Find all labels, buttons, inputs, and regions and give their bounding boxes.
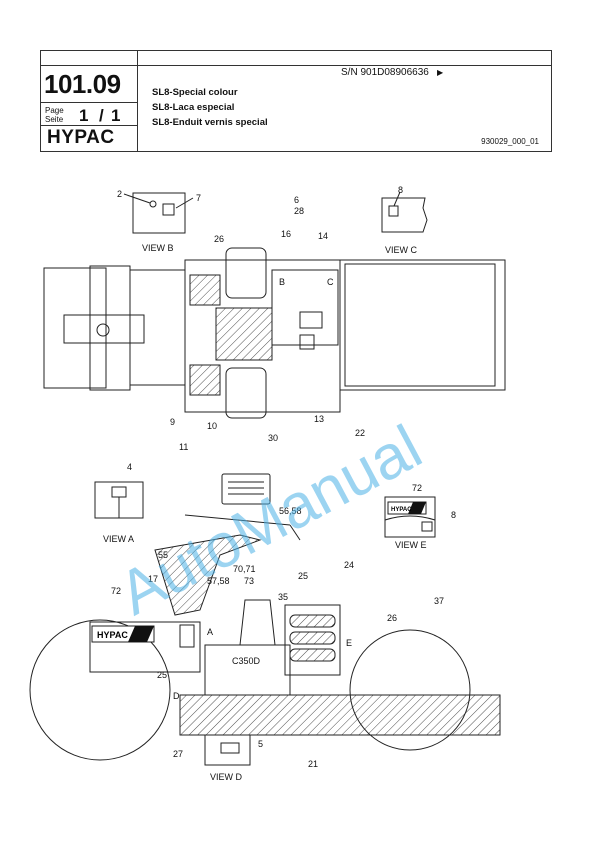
callout-8: 8 — [451, 510, 456, 520]
callout-17: 17 — [148, 574, 158, 584]
callout-24: 24 — [344, 560, 354, 570]
callout-26: 26 — [387, 613, 397, 623]
title-french: SL8-Enduit vernis special — [152, 117, 268, 128]
callout-11: 11 — [179, 442, 188, 452]
divider — [41, 65, 137, 66]
callout-d: D — [173, 691, 180, 701]
drawing-number: 930029_000_01 — [481, 137, 539, 146]
view-b-label: VIEW B — [142, 243, 174, 253]
callout-37: 37 — [434, 596, 444, 606]
callout-28: 28 — [294, 206, 304, 216]
page-separator: / — [99, 106, 104, 125]
callout-6: 6 — [294, 195, 299, 205]
callout-56-58: 56,58 — [279, 506, 302, 516]
callout-5: 5 — [258, 739, 263, 749]
document-number: 101.09 — [44, 69, 121, 99]
callout-7: 7 — [196, 193, 201, 203]
callout-27: 27 — [173, 749, 183, 759]
callout-57-58: 57,58 — [207, 576, 230, 586]
page-total: 1 — [111, 106, 121, 125]
watermark: AutoManual — [108, 412, 433, 628]
serial-number: S/N 901D08906636 — [341, 67, 429, 78]
top-view-machine — [43, 247, 506, 419]
callout-16: 16 — [281, 229, 291, 239]
svg-text:HYPAC: HYPAC — [97, 630, 128, 640]
callout-25: 25 — [157, 670, 167, 680]
callout-25: 25 — [298, 571, 308, 581]
callout-35: 35 — [278, 592, 288, 602]
title-block: 101.09 Page Seite 1 / 1 HYPAC S/N 901D08… — [40, 50, 552, 152]
technical-drawing: HYPAC HYPAC VIEW B VIEW C VIEW A VIEW E … — [0, 160, 612, 800]
callout-30: 30 — [268, 433, 278, 443]
page-label-en: Page — [45, 106, 64, 115]
page-label-de: Seite — [45, 115, 64, 124]
callout-26: 26 — [214, 234, 224, 244]
callout-c: C — [327, 277, 334, 287]
callout-b: B — [279, 277, 285, 287]
title-spanish: SL8-Laca especial — [152, 102, 235, 113]
callout-72: 72 — [412, 483, 422, 493]
title-english: SL8-Special colour — [152, 87, 238, 98]
hypac-decal: HYPAC — [91, 625, 155, 643]
callout-4: 4 — [127, 462, 132, 472]
view-a-label: VIEW A — [103, 534, 134, 544]
hypac-decal-view-e: HYPAC — [387, 501, 427, 515]
view-c-label: VIEW C — [385, 245, 418, 255]
callout-e: E — [346, 638, 352, 648]
callout-55: 55 — [158, 550, 168, 560]
callout-13: 13 — [314, 414, 324, 424]
divider — [137, 65, 551, 66]
callout-73: 73 — [244, 576, 254, 586]
svg-text:HYPAC: HYPAC — [391, 507, 412, 513]
callout-10: 10 — [207, 421, 217, 431]
side-view-machine — [29, 514, 501, 761]
title-block-left-column — [41, 51, 138, 151]
callout-70-71: 70,71 — [233, 564, 256, 574]
view-e-label: VIEW E — [395, 540, 427, 550]
model-label: C350D — [232, 656, 261, 666]
callout-2: 2 — [117, 189, 122, 199]
view-c-detail — [381, 191, 428, 233]
callout-14: 14 — [318, 231, 328, 241]
view-a-detail — [94, 481, 144, 519]
drawing-svg: HYPAC HYPAC VIEW B VIEW C VIEW A VIEW E … — [29, 185, 506, 782]
brand-logo: HYPAC — [47, 127, 115, 148]
divider — [41, 125, 137, 126]
page-label: Page Seite — [45, 106, 64, 124]
view-e-detail — [384, 496, 436, 538]
page-current: 1 — [79, 106, 90, 125]
divider — [41, 102, 137, 103]
callout-8: 8 — [398, 185, 403, 195]
view-b-detail — [123, 192, 194, 234]
callout-72: 72 — [111, 586, 121, 596]
callout-22: 22 — [355, 428, 365, 438]
callout-9: 9 — [170, 417, 175, 427]
view-d-detail — [204, 734, 251, 766]
id-plate — [221, 473, 271, 505]
view-d-label: VIEW D — [210, 772, 243, 782]
callout-a: A — [207, 627, 213, 637]
callout-21: 21 — [308, 759, 318, 769]
next-arrow-icon[interactable]: ▶ — [437, 68, 444, 77]
